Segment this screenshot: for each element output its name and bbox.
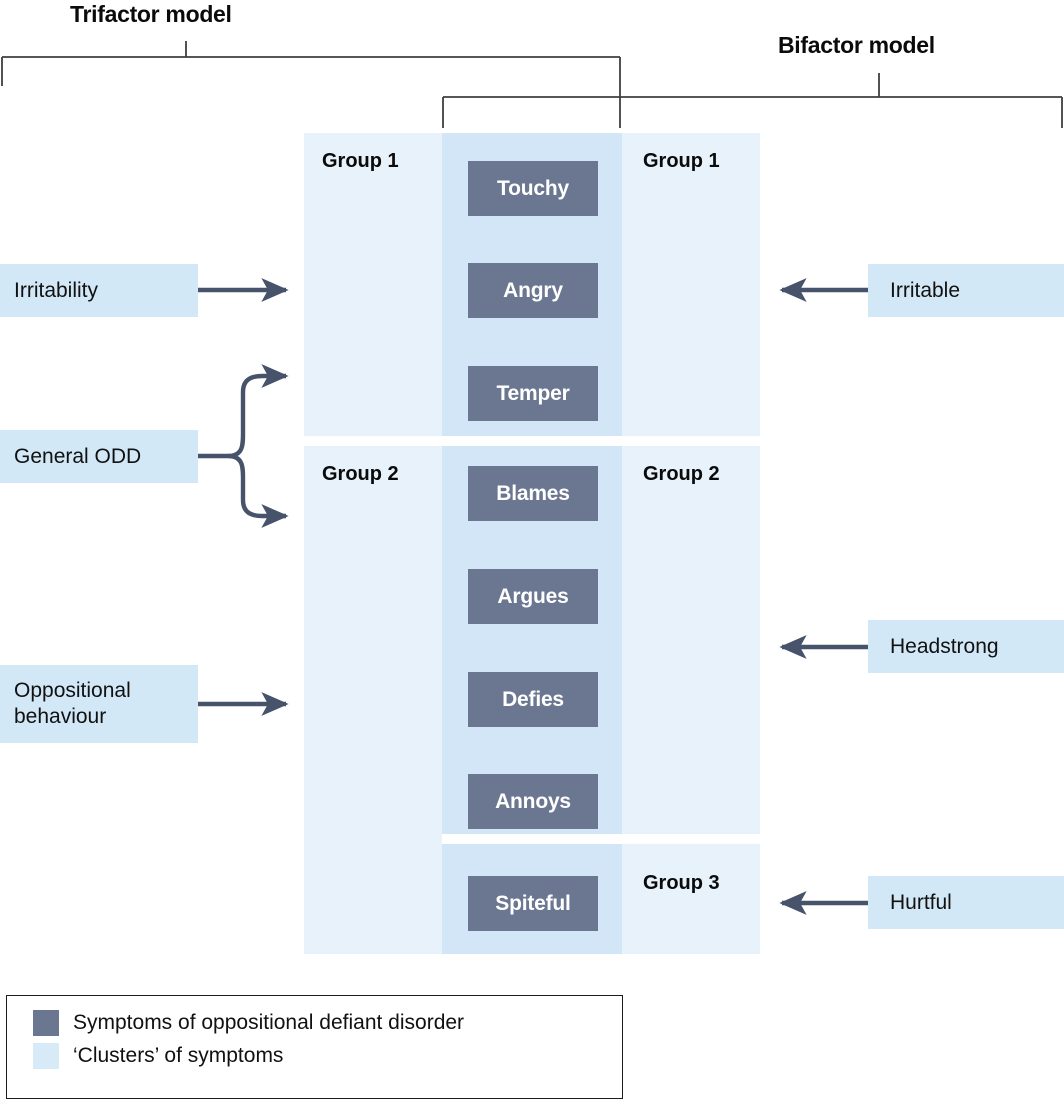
symptom-box[interactable]: Angry (468, 263, 598, 318)
bifactor-factor-irritable[interactable]: Irritable (868, 264, 1064, 317)
factor-label: Irritability (14, 278, 99, 302)
factor-label: General ODD (14, 444, 142, 468)
symptom-box[interactable]: Temper (468, 366, 598, 421)
symptom-box[interactable]: Defies (468, 672, 598, 727)
legend-label: ‘Clusters’ of symptoms (73, 1044, 284, 1067)
factor-label: Headstrong (890, 634, 999, 658)
trifactor-group-1-label: Group 1 (322, 150, 399, 172)
symptom-box[interactable]: Spiteful (468, 876, 598, 931)
legend: Symptoms of oppositional defiant disorde… (6, 995, 623, 1099)
symptom-box[interactable]: Blames (468, 466, 598, 521)
arrow-general-odd-branch (198, 364, 289, 528)
factor-label: Hurtful (890, 890, 952, 914)
symptom-box[interactable]: Argues (468, 569, 598, 624)
bifactor-group-2-column (622, 446, 760, 834)
bifactor-group-3-column (622, 844, 760, 954)
bifactor-model-title: Bifactor model (778, 32, 935, 58)
legend-item: ‘Clusters’ of symptoms (33, 1043, 622, 1069)
bifactor-group-2-label: Group 2 (643, 463, 720, 485)
symptom-box[interactable]: Touchy (468, 161, 598, 216)
factor-label: Irritable (890, 278, 961, 302)
cluster-swatch-icon (33, 1043, 59, 1069)
trifactor-group-2-column (304, 446, 442, 954)
trifactor-bracket-icon (1, 41, 621, 128)
bifactor-factor-hurtful[interactable]: Hurtful (868, 876, 1064, 929)
bifactor-group-1-column (622, 133, 760, 436)
trifactor-factor-general-odd[interactable]: General ODD (0, 430, 198, 483)
bifactor-factor-headstrong[interactable]: Headstrong (868, 620, 1064, 673)
legend-label: Symptoms of oppositional defiant disorde… (73, 1011, 465, 1034)
trifactor-factor-irritability[interactable]: Irritability (0, 264, 198, 317)
trifactor-group-2-label: Group 2 (322, 463, 399, 485)
trifactor-model-title: Trifactor model (70, 1, 232, 27)
bifactor-group-3-label: Group 3 (643, 872, 720, 894)
trifactor-group-1-column (304, 133, 442, 436)
bifactor-bracket-icon (442, 73, 1063, 128)
trifactor-factor-oppositional-behaviour[interactable]: Oppositional behaviour (0, 665, 198, 743)
symptom-swatch-icon (33, 1010, 59, 1036)
factor-label: Oppositional behaviour (14, 678, 131, 728)
symptom-box[interactable]: Annoys (468, 774, 598, 829)
bifactor-group-1-label: Group 1 (643, 150, 720, 172)
legend-item: Symptoms of oppositional defiant disorde… (33, 1010, 622, 1036)
